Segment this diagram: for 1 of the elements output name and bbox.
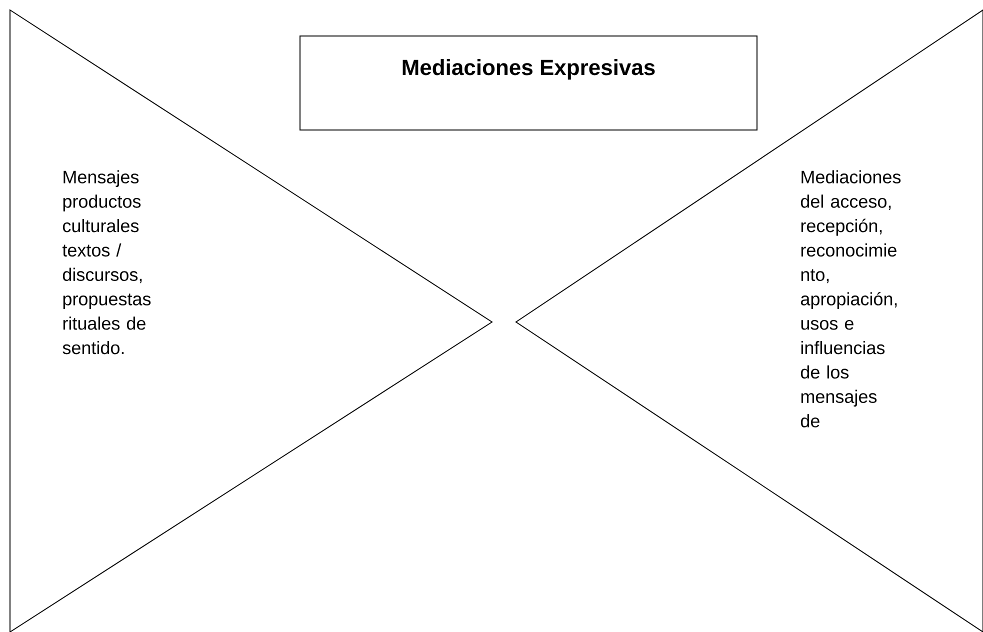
title-box: Mediaciones Expresivas	[300, 36, 758, 130]
